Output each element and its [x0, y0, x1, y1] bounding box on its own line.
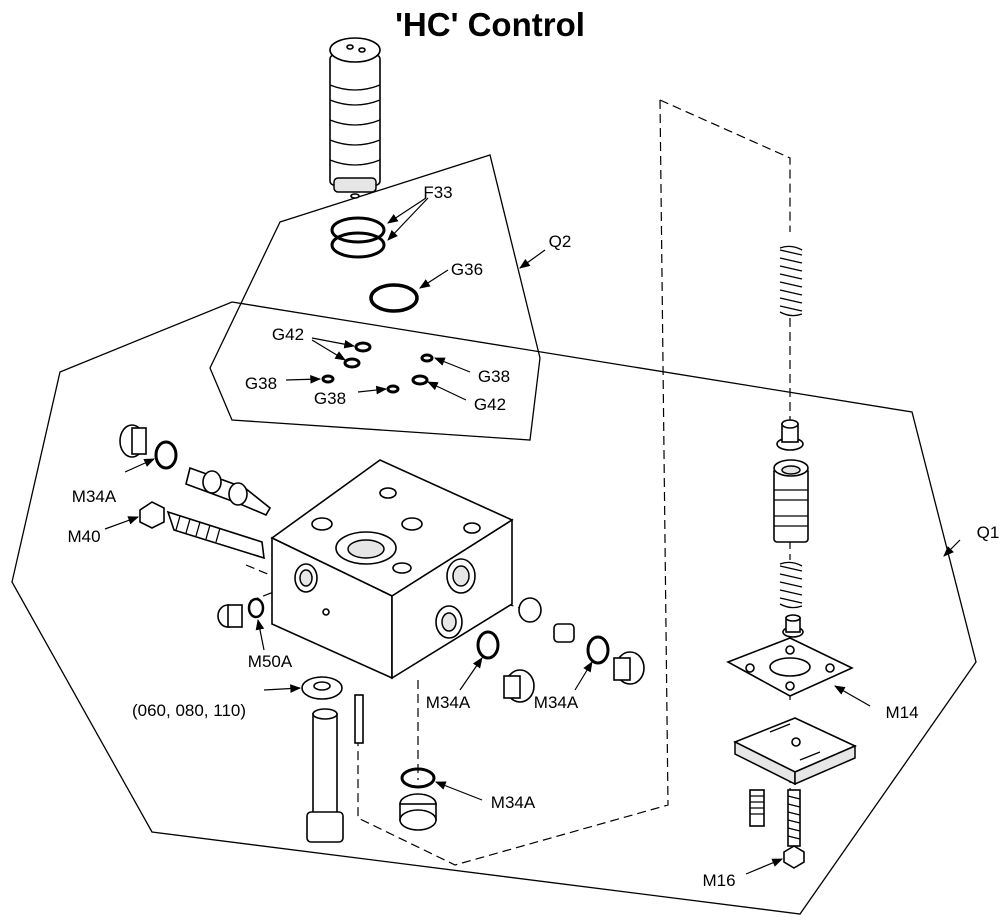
- label-g38-right: G38: [478, 367, 510, 386]
- spacer-washer: [301, 676, 343, 700]
- label-m40: M40: [67, 527, 100, 546]
- cover-plate: [733, 717, 857, 786]
- label-g42-upper: G42: [272, 325, 304, 344]
- valve-sleeve: [773, 459, 809, 543]
- q1-kit-outline: [11, 301, 977, 915]
- m34a-plug-bottom: [399, 767, 437, 831]
- leader-arrows: [104, 197, 961, 875]
- dowel-pin: [354, 694, 364, 744]
- spring-seat: [776, 419, 804, 451]
- label-m16: M16: [702, 871, 735, 890]
- label-m34a-bottom: M34A: [491, 793, 536, 812]
- m14-gasket: [726, 637, 854, 697]
- cover-screw: [749, 789, 765, 827]
- upper-spring: [779, 245, 803, 317]
- right-port-parts: [476, 597, 645, 703]
- label-m34a-right: M34A: [534, 693, 579, 712]
- f33-seal-rings: [330, 216, 386, 259]
- m40-nut-and-screw: [139, 501, 265, 560]
- label-g38-left: G38: [245, 374, 277, 393]
- control-spool-cartridge: [329, 37, 381, 199]
- label-g42-lower: G42: [474, 395, 506, 414]
- label-m50a: M50A: [248, 652, 293, 671]
- valve-body-block: [270, 459, 514, 680]
- label-f33: F33: [423, 183, 452, 202]
- m34a-plug-upper-left: [119, 424, 178, 470]
- m16-set-screw: [783, 789, 805, 869]
- label-m34a-upper-left: M34A: [72, 487, 117, 506]
- g36-seal-ring: [369, 283, 419, 313]
- diagram-title: 'HC' Control: [395, 6, 585, 43]
- check-spool: [185, 466, 272, 517]
- label-spacer-sizes: (060, 080, 110): [132, 701, 246, 720]
- label-m34a-center: M34A: [426, 693, 471, 712]
- assembly-path-loop: [357, 99, 669, 866]
- assembly-path-right: [659, 99, 791, 790]
- label-m14: M14: [885, 703, 918, 722]
- socket-head-bolt: [306, 708, 344, 843]
- label-g38-lower: G38: [314, 389, 346, 408]
- m50a-plug: [217, 597, 265, 628]
- label-q1: Q1: [977, 523, 1000, 542]
- label-g36: G36: [451, 260, 483, 279]
- small-seal-rings: [321, 341, 434, 394]
- plunger: [782, 614, 804, 638]
- q2-kit-outline: [209, 154, 541, 441]
- lower-spring: [779, 561, 803, 609]
- label-q2: Q2: [549, 232, 572, 251]
